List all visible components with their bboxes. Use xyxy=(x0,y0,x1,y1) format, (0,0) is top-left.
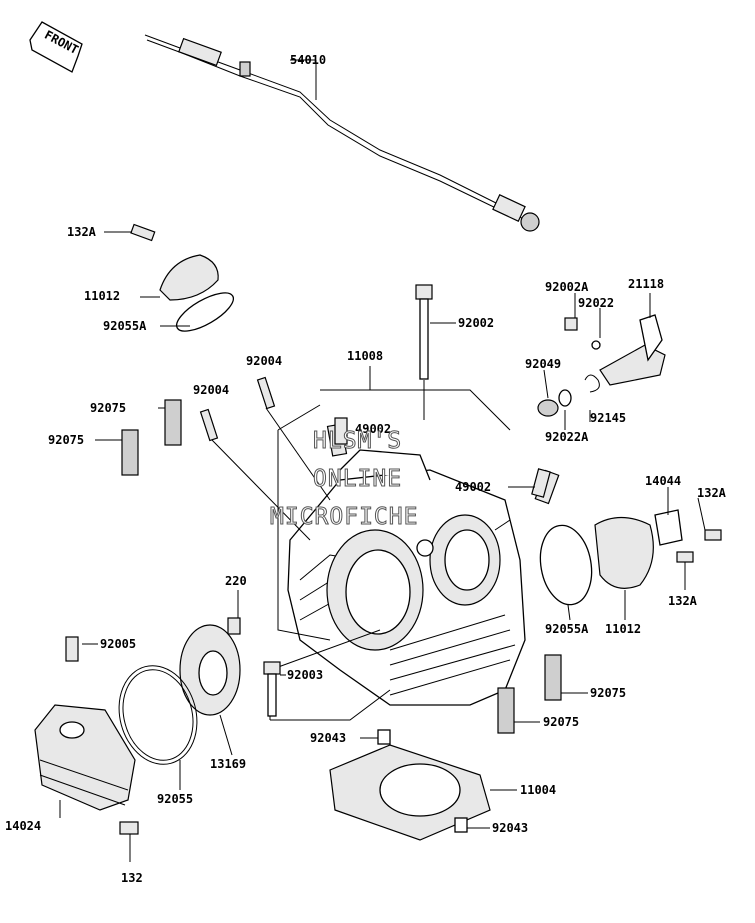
callout-92075-c: 92075 xyxy=(590,686,626,700)
callout-92049: 92049 xyxy=(525,357,561,371)
callout-11004: 11004 xyxy=(520,783,556,797)
callout-92022: 92022 xyxy=(578,296,614,310)
valve-guides xyxy=(334,417,551,498)
callout-132A-lower: 132A xyxy=(668,594,698,608)
callout-220: 220 xyxy=(225,574,247,588)
head-cover-14024 xyxy=(34,636,139,835)
callout-49002-b: 49002 xyxy=(455,480,491,494)
callout-92055A-top: 92055A xyxy=(103,319,147,333)
callout-92145: 92145 xyxy=(590,411,626,425)
callout-132A-top: 132A xyxy=(67,225,97,239)
leader-lines xyxy=(59,59,706,862)
bolt-92002 xyxy=(415,284,433,420)
callout-92002: 92002 xyxy=(458,316,494,330)
callout-14044: 14044 xyxy=(645,474,681,488)
callout-92043-a: 92043 xyxy=(310,731,346,745)
callout-13169: 13169 xyxy=(210,757,246,771)
callout-132A-right: 132A xyxy=(697,486,727,500)
front-arrow: FRONT xyxy=(29,21,83,73)
callout-14024: 14024 xyxy=(5,819,41,833)
callout-92075-b: 92075 xyxy=(48,433,84,447)
o-ring-92055 xyxy=(118,665,198,765)
callout-92004-a: 92004 xyxy=(246,354,282,368)
callout-92043-b: 92043 xyxy=(492,821,528,835)
callout-21118: 21118 xyxy=(628,277,664,291)
callout-92055A-right: 92055A xyxy=(545,622,589,636)
callout-92003: 92003 xyxy=(287,668,323,682)
side-cover-parts xyxy=(179,617,281,717)
watermark: HLSM'S ONLINE MICROFICHE xyxy=(270,428,418,531)
callout-92002A: 92002A xyxy=(545,280,589,294)
tappet-cover-right xyxy=(539,509,722,606)
head-gasket xyxy=(329,729,491,841)
callout-92004-b: 92004 xyxy=(193,383,229,397)
tappet-cover-upper xyxy=(130,223,235,332)
callout-labels: 54010 132A 11012 92055A 92002 92002A 920… xyxy=(5,53,727,885)
callout-92075-a: 92075 xyxy=(90,401,126,415)
callout-92005: 92005 xyxy=(100,637,136,651)
callout-132: 132 xyxy=(121,871,143,885)
callout-11012-right: 11012 xyxy=(605,622,641,636)
callout-92022A: 92022A xyxy=(545,430,589,444)
callout-11008: 11008 xyxy=(347,349,383,363)
callout-54010: 54010 xyxy=(290,53,326,67)
callout-92055: 92055 xyxy=(157,792,193,806)
throttle-cable xyxy=(144,34,540,232)
callout-92075-d: 92075 xyxy=(543,715,579,729)
decompressor-parts xyxy=(537,314,666,417)
rubber-dampers xyxy=(121,399,562,734)
watermark-line-1: HLSM'S xyxy=(313,428,402,454)
studs xyxy=(199,376,331,541)
callout-11012-top: 11012 xyxy=(84,289,120,303)
cylinder-head xyxy=(287,423,560,706)
callout-49002-a: 49002 xyxy=(355,422,391,436)
watermark-line-2: ONLINE xyxy=(313,466,402,492)
watermark-line-3: MICROFICHE xyxy=(270,504,418,530)
